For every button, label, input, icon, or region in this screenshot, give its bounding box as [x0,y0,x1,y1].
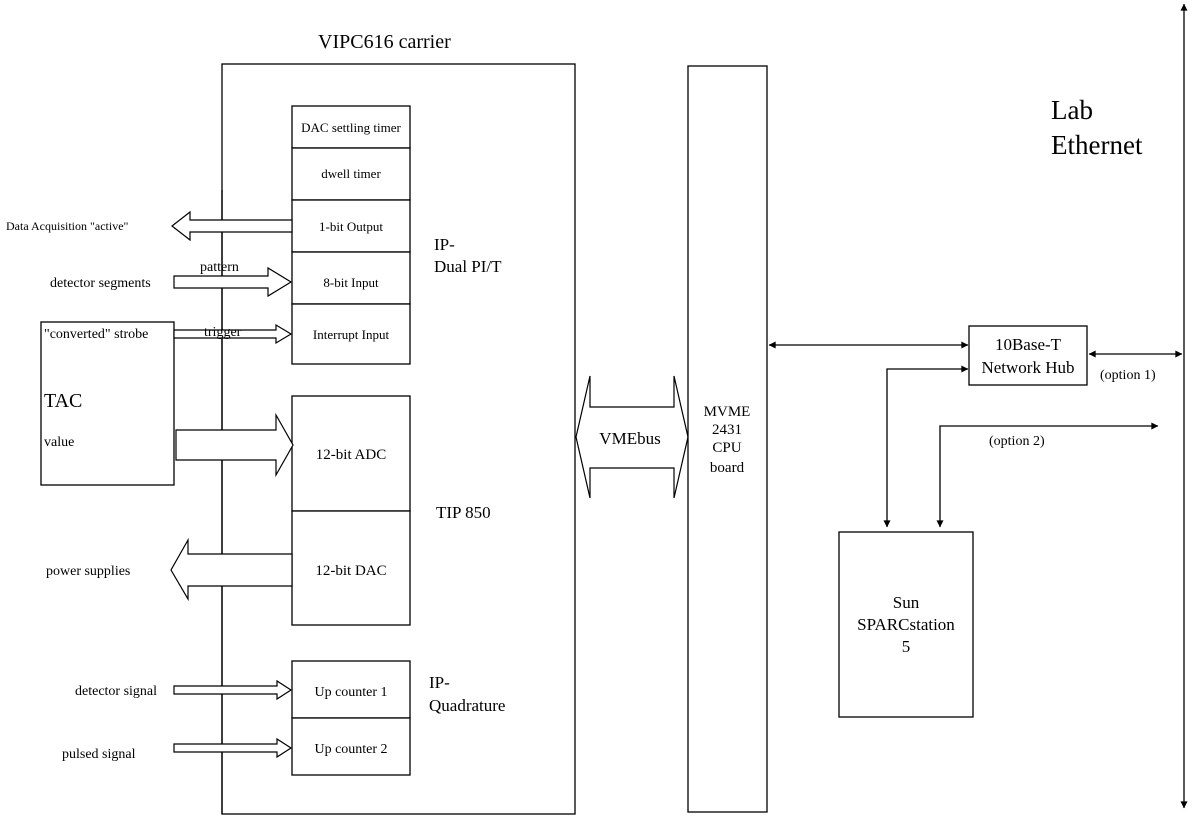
network-hub-line2: Network Hub [981,358,1074,377]
option2-label: (option 2) [989,434,1045,449]
up-counter-2-box [291,717,411,776]
sun-line1: Sun [893,593,920,612]
carrier-title: VIPC616 carrier [318,31,451,53]
sun-line2: SPARCstation [857,615,955,634]
converted-strobe-label: "converted" strobe [44,327,148,342]
tip850-label: TIP 850 [436,503,491,522]
tac-box [40,321,175,486]
cpu-board-line4: board [710,460,745,476]
dwell-timer-label: dwell timer [321,166,381,181]
eight-bit-input-box [291,251,411,305]
power-supplies-arrow [170,537,293,602]
option1-label: (option 1) [1100,368,1156,383]
interrupt-input-label: Interrupt Input [313,327,390,342]
ip-dual-pit-label-line1: IP- [434,235,455,254]
ip-quadrature-label-line2: Quadrature [429,696,505,715]
network-hub-line1: 10Base-T [995,335,1062,354]
sun-line3: 5 [902,637,911,656]
lab-ethernet-label-line1: Lab [1051,95,1093,125]
sun-ethernet-link-option2 [936,422,1159,528]
tac-value-arrow [175,412,294,478]
sun-sparcstation-box [838,531,974,718]
ip-dual-pit-label-line2: Dual PI/T [434,257,502,276]
vmebus-label: VMEbus [599,429,660,448]
detector-signal-arrow [173,679,293,701]
dac-12bit-label: 12-bit DAC [315,563,386,579]
cpu-board-box [687,65,768,813]
dac-settling-timer-box [291,105,411,149]
pulsed-signal-label: pulsed signal [62,747,136,762]
tac-title: TAC [44,390,82,412]
eight-bit-input-label: 8-bit Input [323,275,379,290]
daq-active-arrow [171,210,293,242]
trigger-label: trigger [204,325,242,340]
lab-ethernet-label-line2: Ethernet [1051,130,1143,160]
pulsed-signal-arrow [173,737,293,759]
detector-segments-arrow [173,266,293,298]
power-supplies-label: power supplies [46,564,130,579]
up-counter-1-box [291,660,411,719]
ip-quadrature-label-line1: IP- [429,673,450,692]
hub-sun-link [883,365,969,528]
dac-12bit-box [291,510,411,626]
up-counter-1-label: Up counter 1 [314,685,387,700]
detector-segments-label: detector segments [50,276,151,291]
trigger-arrow [173,323,293,345]
up-counter-2-label: Up counter 2 [314,742,387,757]
dac-settling-timer-label: DAC settling timer [301,120,401,135]
one-bit-output-label: 1-bit Output [319,219,383,234]
pattern-label: pattern [200,260,239,275]
daq-active-label: Data Acquisition "active" [6,219,129,233]
network-hub-box [968,325,1088,386]
detector-signal-label: detector signal [75,684,157,699]
adc-12bit-box [291,395,411,512]
adc-12bit-label: 12-bit ADC [316,447,386,463]
cpu-board-line2: 2431 [712,422,742,438]
one-bit-output-box [291,199,411,253]
tac-value-label: value [44,435,74,450]
cpu-board-line3: CPU [712,440,741,456]
cpu-board-line1: MVME [704,404,751,420]
interrupt-input-box [291,303,411,365]
